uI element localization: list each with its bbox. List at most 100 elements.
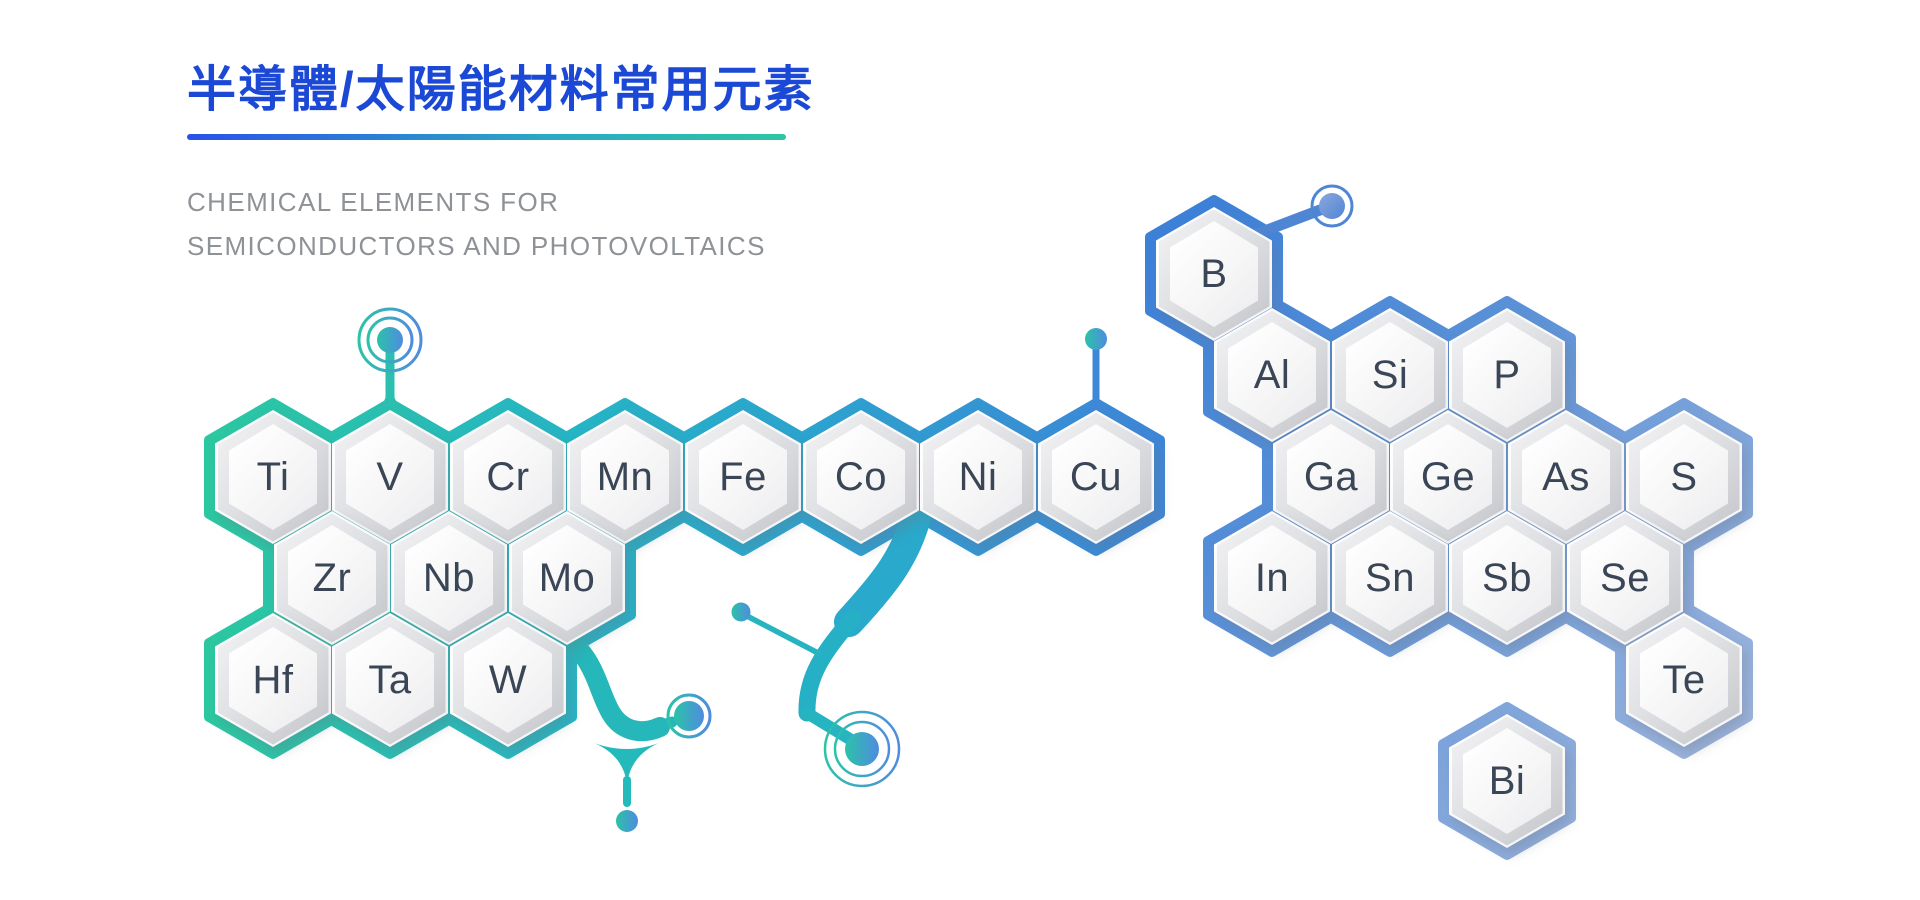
hexagon-ring: As: [1510, 412, 1622, 542]
element-tile-ge: Ge: [1390, 410, 1506, 544]
hexagon-ring: Te: [1628, 615, 1740, 745]
element-symbol: Hf: [252, 657, 294, 702]
hexagon-face: Fe: [699, 424, 787, 530]
element-symbol: Ga: [1303, 454, 1359, 499]
element-symbol: W: [488, 657, 528, 702]
hexagon-outline: Sb: [1449, 511, 1565, 645]
hexagon-face: Ni: [934, 424, 1022, 530]
element-symbol: Mo: [538, 555, 596, 600]
element-symbol: Cu: [1069, 454, 1123, 499]
hexagon-ring: Ge: [1392, 412, 1504, 542]
hexagon-ring: Nb: [393, 513, 505, 643]
hexagon-ring: Mo: [511, 513, 623, 643]
element-symbol: Sn: [1365, 555, 1415, 600]
element-symbol: Nb: [422, 555, 476, 600]
hexagon-face: Mn: [581, 424, 669, 530]
element-tile-co: Co: [803, 410, 919, 544]
hexagon-face: Nb: [405, 525, 493, 631]
element-symbol: Mn: [596, 454, 654, 499]
hexagon-face: Sn: [1346, 525, 1434, 631]
element-tile-ti: Ti: [215, 410, 331, 544]
hexagon-ring: W: [452, 615, 564, 745]
element-symbol: B: [1200, 251, 1228, 296]
element-tile-v: V: [332, 410, 448, 544]
hexagon-outline: Ni: [920, 410, 1036, 544]
element-symbol: Co: [834, 454, 888, 499]
hexagon-outline: Si: [1332, 308, 1448, 442]
element-tile-s: S: [1626, 410, 1742, 544]
element-symbol: Ni: [958, 454, 998, 499]
hexagon-outline: In: [1214, 511, 1330, 645]
element-tile-cr: Cr: [450, 410, 566, 544]
hexagon-outline: As: [1508, 410, 1624, 544]
element-tile-b: B: [1156, 207, 1272, 341]
hexagon-ring: Fe: [687, 412, 799, 542]
element-symbol: S: [1670, 454, 1698, 499]
hexagon-outline: Zr: [274, 511, 390, 645]
element-symbol: In: [1254, 555, 1290, 600]
hexagon-outline: W: [450, 613, 566, 747]
title-underline-rule: [187, 134, 786, 140]
subtitle-line-2: SEMICONDUCTORS AND PHOTOVOLTAICS: [187, 231, 766, 261]
element-symbol: Al: [1253, 352, 1291, 397]
hexagon-ring: Ta: [334, 615, 446, 745]
hexagon-outline: Se: [1567, 511, 1683, 645]
hexagon-ring: Bi: [1451, 716, 1563, 846]
hexagon-outline: Hf: [215, 613, 331, 747]
element-symbol: Te: [1662, 657, 1706, 702]
element-symbol: Fe: [719, 454, 767, 499]
hexagon-face: Cu: [1052, 424, 1140, 530]
element-tile-as: As: [1508, 410, 1624, 544]
element-tile-mn: Mn: [567, 410, 683, 544]
hexagon-ring: Hf: [217, 615, 329, 745]
element-tile-te: Te: [1626, 613, 1742, 747]
hexagon-outline: P: [1449, 308, 1565, 442]
hexagon-outline: B: [1156, 207, 1272, 341]
hexagon-ring: P: [1451, 310, 1563, 440]
element-tile-zr: Zr: [274, 511, 390, 645]
element-tile-ga: Ga: [1273, 410, 1389, 544]
element-tile-p: P: [1449, 308, 1565, 442]
hexagon-face: Te: [1640, 627, 1728, 733]
hexagon-ring: Co: [805, 412, 917, 542]
hexagon-ring: Cu: [1040, 412, 1152, 542]
hexagon-outline: Te: [1626, 613, 1742, 747]
element-symbol: Ge: [1420, 454, 1476, 499]
subtitle-line-1: CHEMICAL ELEMENTS FOR: [187, 187, 560, 217]
hexagon-outline: Fe: [685, 410, 801, 544]
element-tile-sn: Sn: [1332, 511, 1448, 645]
element-symbol: V: [376, 454, 404, 499]
hexagon-face: Ta: [346, 627, 434, 733]
hexagon-face: Zr: [288, 525, 376, 631]
hexagon-outline: Bi: [1449, 714, 1565, 848]
hexagon-face: Bi: [1463, 728, 1551, 834]
element-tile-mo: Mo: [509, 511, 625, 645]
hexagon-ring: In: [1216, 513, 1328, 643]
element-symbol: Cr: [486, 454, 530, 499]
element-tile-sb: Sb: [1449, 511, 1565, 645]
hexagon-ring: Se: [1569, 513, 1681, 643]
hexagon-ring: Ga: [1275, 412, 1387, 542]
subtitle: CHEMICAL ELEMENTS FOR SEMICONDUCTORS AND…: [187, 180, 766, 268]
decoration-b-node: [1251, 184, 1354, 240]
element-symbol: Bi: [1488, 758, 1526, 803]
element-tile-si: Si: [1332, 308, 1448, 442]
element-tile-se: Se: [1567, 511, 1683, 645]
hexagon-face: Hf: [229, 627, 317, 733]
element-tile-bi: Bi: [1449, 714, 1565, 848]
hexagon-ring: Ti: [217, 412, 329, 542]
hexagon-ring: V: [334, 412, 446, 542]
element-tile-ni: Ni: [920, 410, 1036, 544]
element-tile-cu: Cu: [1038, 410, 1154, 544]
hexagon-face: Mo: [523, 525, 611, 631]
element-tile-in: In: [1214, 511, 1330, 645]
hexagon-ring: Cr: [452, 412, 564, 542]
element-symbol: Ti: [256, 454, 290, 499]
element-symbol: Ta: [368, 657, 412, 702]
hexagon-ring: Mn: [569, 412, 681, 542]
hexagon-face: Co: [817, 424, 905, 530]
hexagon-outline: Ge: [1390, 410, 1506, 544]
hexagon-ring: Si: [1334, 310, 1446, 440]
